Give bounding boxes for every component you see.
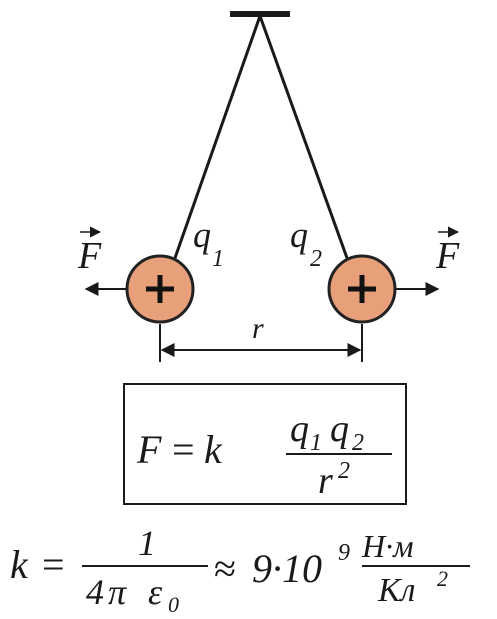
unit-denominator-exponent: 2 <box>437 566 448 591</box>
thread-left <box>173 15 262 259</box>
k-den-epsilon: ε <box>148 572 163 612</box>
unit-numerator: Н·м <box>361 528 414 564</box>
charge-2-subscript: 2 <box>310 246 322 272</box>
k-den-4: 4 <box>86 572 104 612</box>
k-numerator: 1 <box>138 523 156 563</box>
thread-right <box>258 15 349 259</box>
formula-box <box>123 383 407 505</box>
plus-sign-icon <box>146 275 174 303</box>
numerator-q2-subscript: 2 <box>352 430 364 456</box>
charge-1 <box>125 254 195 324</box>
k-value: 9·10 <box>252 546 322 591</box>
numerator-q1-subscript: 1 <box>310 430 322 456</box>
formula-lhs: F <box>136 427 162 472</box>
formula-equals: = <box>172 427 195 472</box>
unit-denominator: Кл <box>377 572 415 609</box>
k-den-pi: π <box>108 572 127 612</box>
k-equals: = <box>42 542 65 587</box>
charge-2-label: q <box>290 215 308 255</box>
charge-1-subscript: 1 <box>212 246 224 272</box>
plus-sign-icon <box>348 275 376 303</box>
numerator-q1: q <box>290 408 309 450</box>
formula-k: k <box>204 427 223 472</box>
k-symbol: k <box>10 542 29 587</box>
charge-2 <box>327 254 397 324</box>
denominator-r: r <box>318 460 333 502</box>
k-den-epsilon-subscript: 0 <box>168 592 179 617</box>
distance-label: r <box>252 312 264 345</box>
numerator-q2: q <box>330 408 349 450</box>
denominator-exponent: 2 <box>338 458 350 484</box>
charge-1-label: q <box>193 215 211 255</box>
force-left-label: F <box>77 235 102 277</box>
k-value-exponent: 9 <box>338 540 350 566</box>
approx-sign: ≈ <box>214 546 236 591</box>
force-right-label: F <box>435 235 460 277</box>
